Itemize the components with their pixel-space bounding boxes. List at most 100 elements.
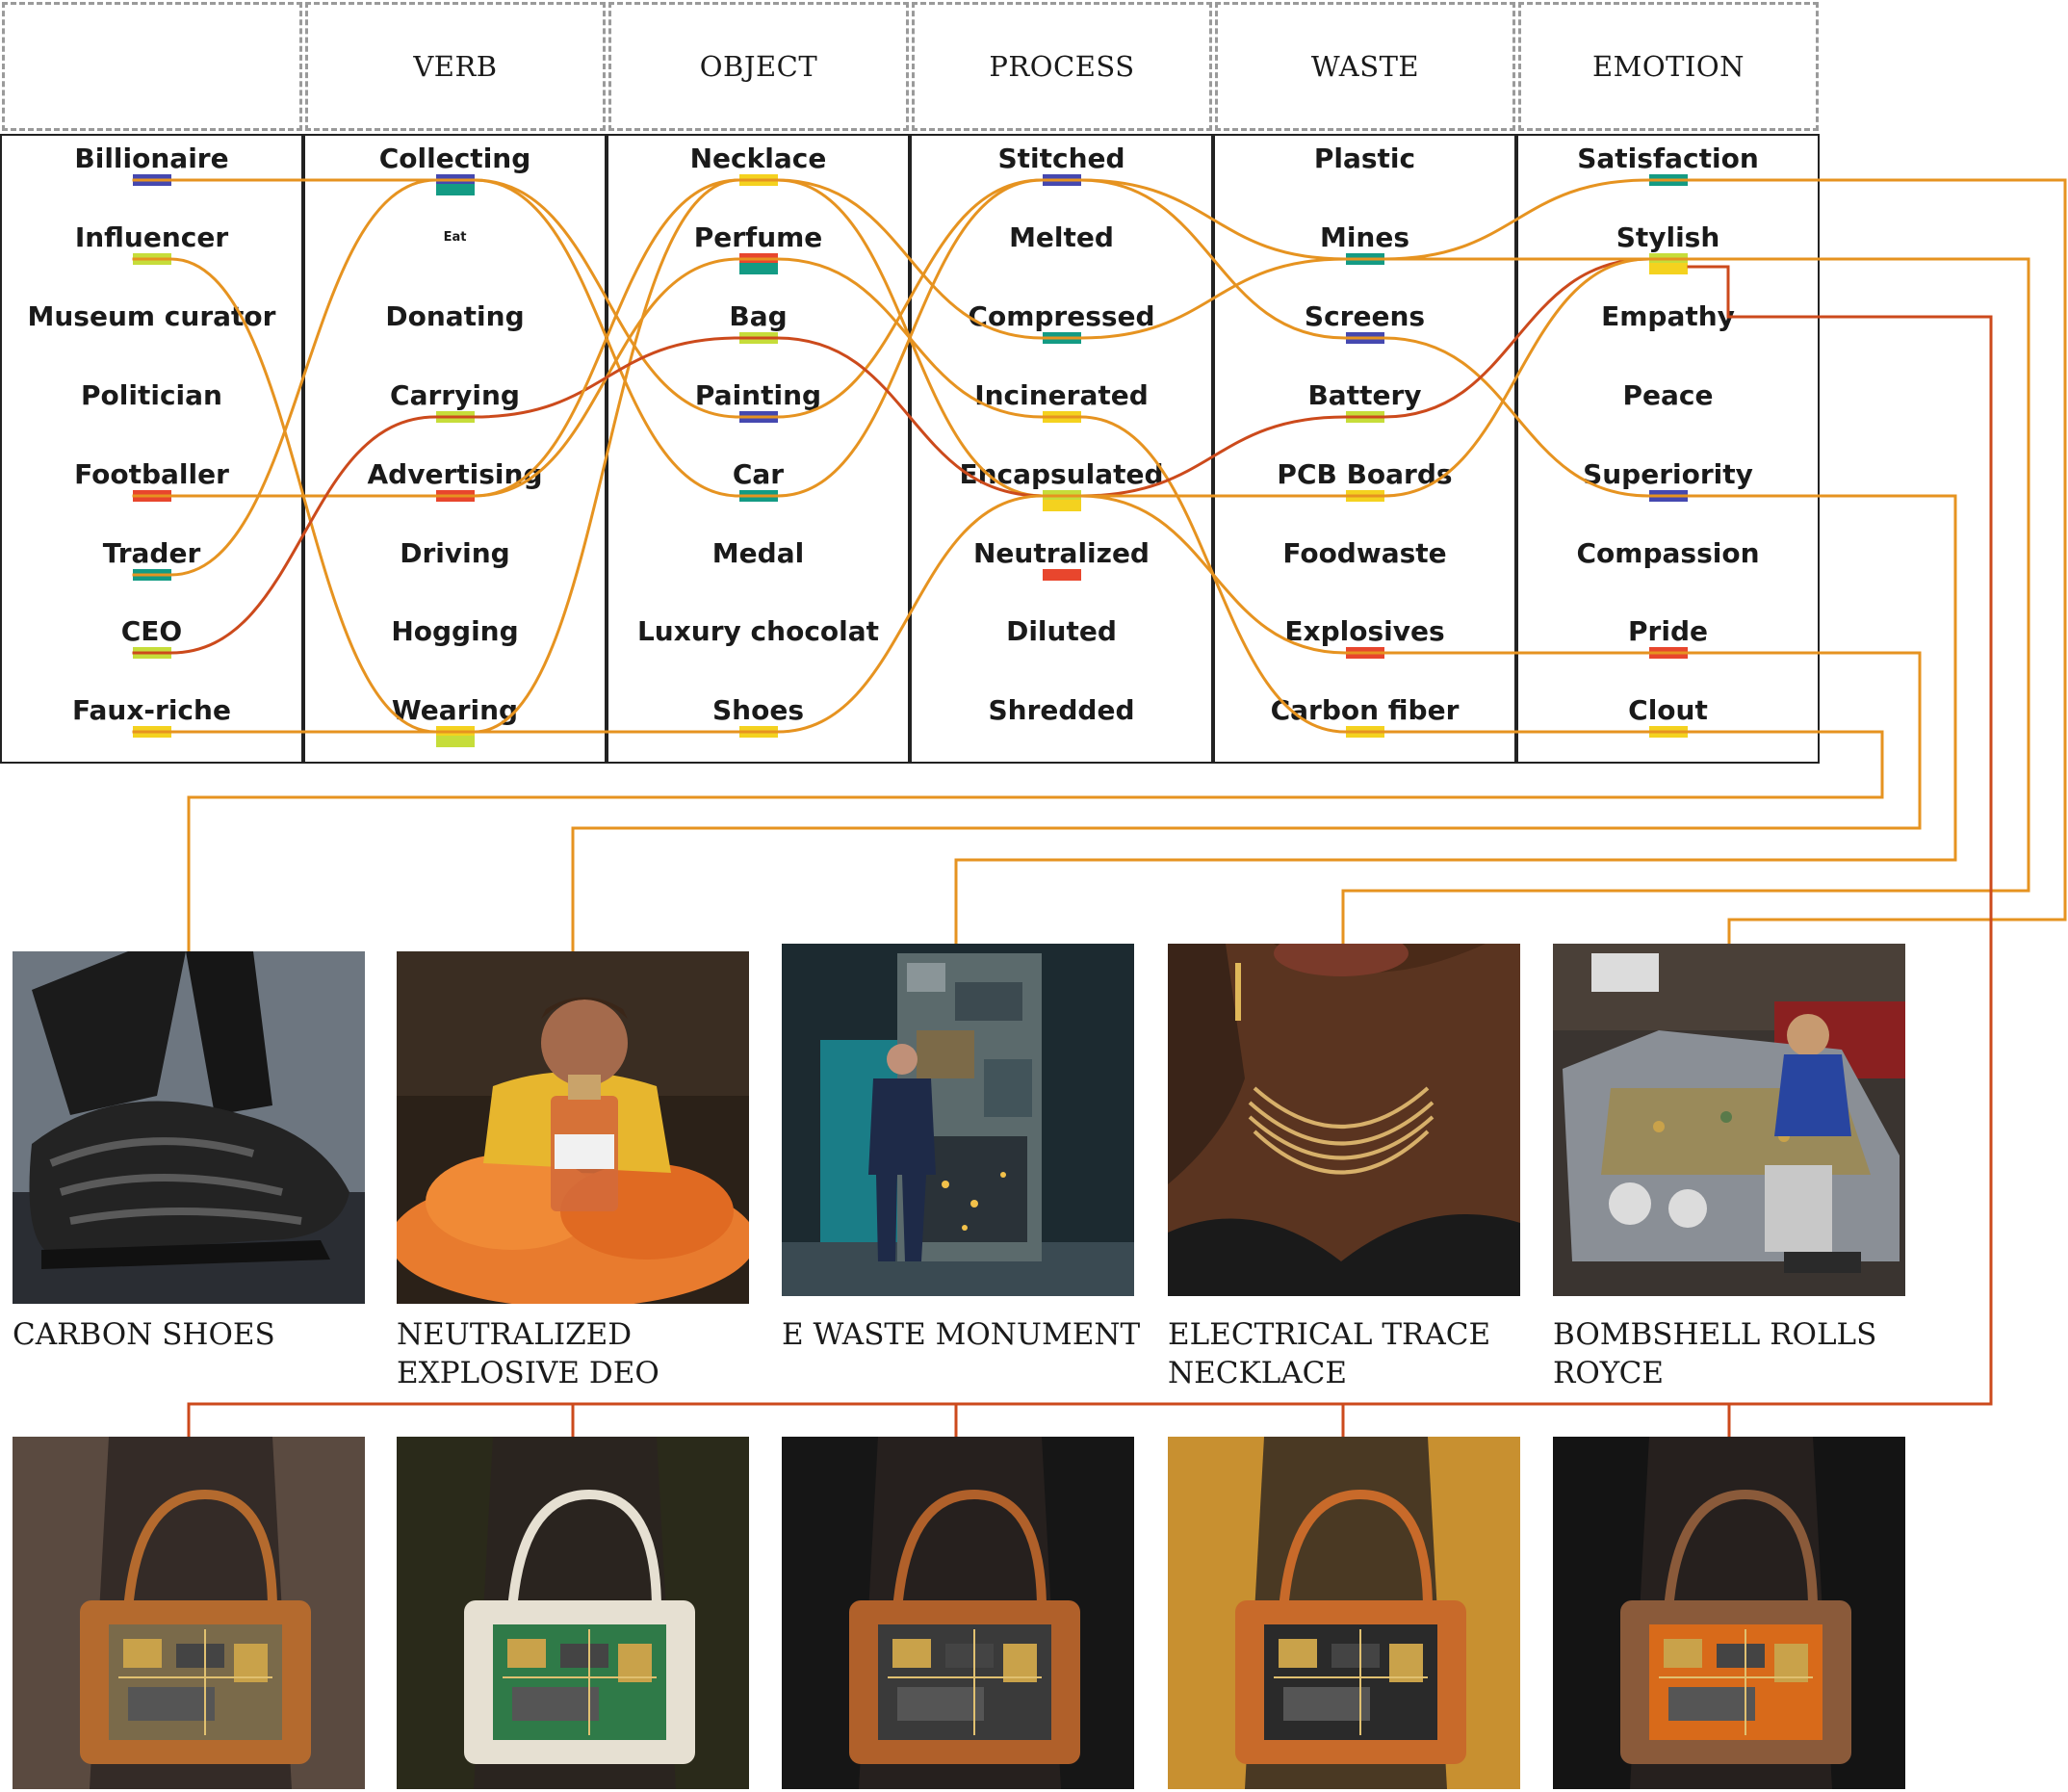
waste-marker-teal (1345, 253, 1384, 265)
object-item-perfume: Perfume (693, 221, 823, 253)
photo-bag3-illustration (782, 1437, 1134, 1789)
verb-item-wearing: Wearing (391, 694, 519, 726)
waste-item-battery: Battery (1307, 379, 1422, 411)
process-item-stitched: Stitched (997, 143, 1125, 174)
process-item-melted: Melted (1009, 221, 1114, 253)
verb-item-eat: Eat (443, 230, 467, 245)
object-item-necklace: Necklace (689, 143, 827, 174)
photo-deo (397, 951, 749, 1304)
process-item-diluted: Diluted (1006, 615, 1117, 647)
verb-marker-red (435, 490, 475, 502)
process-item-incinerated: Incinerated (974, 379, 1149, 411)
emotion-item-pride: Pride (1628, 615, 1708, 647)
waste-item-carbon-fiber: Carbon fiber (1270, 694, 1460, 726)
photo-bag4-illustration (1168, 1437, 1520, 1789)
object-item-medal: Medal (711, 537, 805, 569)
object-item-bag: Bag (729, 300, 788, 332)
photo-bag5-illustration (1553, 1437, 1905, 1789)
actor-marker-blue (132, 174, 171, 186)
photo-monument-illustration (782, 944, 1134, 1296)
object-item-painting: Painting (694, 379, 822, 411)
emotion-item-clout: Clout (1628, 694, 1708, 726)
waste-marker-blue (1345, 332, 1384, 344)
waste-marker-lime (1345, 411, 1384, 423)
header-emotion: EMOTION (1518, 2, 1819, 131)
route-line (187, 730, 1884, 951)
photo-car-illustration (1553, 944, 1905, 1296)
process-item-neutralized: Neutralized (973, 537, 1150, 569)
actor-marker-yellow (132, 726, 171, 738)
emotion-item-peace: Peace (1622, 379, 1714, 411)
photo-bag2-illustration (397, 1437, 749, 1789)
emotion-marker-blue (1648, 490, 1688, 502)
actor-item-footballer: Footballer (74, 458, 229, 490)
object-marker-teal (738, 263, 778, 274)
photo-bag2 (397, 1437, 749, 1789)
actor-item-trader: Trader (102, 537, 201, 569)
emotion-marker-teal (1648, 174, 1688, 186)
caption-deo: NEUTRALIZED EXPLOSIVE DEO (397, 1317, 659, 1390)
waste-marker-yellow (1345, 490, 1384, 502)
waste-item-screens: Screens (1304, 300, 1426, 332)
process-marker-blue (1042, 174, 1081, 186)
photo-car (1553, 944, 1905, 1296)
actor-item-faux-riche: Faux-riche (72, 694, 231, 726)
emotion-item-superiority: Superiority (1583, 458, 1753, 490)
photo-monument (782, 944, 1134, 1296)
photo-bag4 (1168, 1437, 1520, 1789)
object-item-shoes: Shoes (712, 694, 804, 726)
object-item-luxury-chocolat: Luxury chocolat (636, 615, 880, 647)
caption-shoe: CARBON SHOES (13, 1317, 275, 1352)
waste-item-explosives: Explosives (1284, 615, 1445, 647)
photo-shoe (13, 951, 365, 1304)
header-object: OBJECT (608, 2, 909, 131)
actor-marker-red (132, 490, 171, 502)
header-verb: VERB (305, 2, 606, 131)
emotion-item-compassion: Compassion (1576, 537, 1760, 569)
verb-item-carrying: Carrying (390, 379, 520, 411)
emotion-item-stylish: Stylish (1616, 221, 1720, 253)
caption-monument: E WASTE MONUMENT (782, 1317, 1141, 1352)
process-item-encapsulated: Encapsulated (959, 458, 1164, 490)
actor-marker-lime (132, 647, 171, 659)
header-process: PROCESS (912, 2, 1212, 131)
object-marker-yellow (738, 726, 778, 738)
process-marker-yellow (1042, 500, 1081, 511)
photo-bag1 (13, 1437, 365, 1789)
photo-bag5 (1553, 1437, 1905, 1789)
actor-marker-lime (132, 253, 171, 265)
actor-item-politician: Politician (81, 379, 222, 411)
actor-item-ceo: CEO (120, 615, 183, 647)
caption-necklace: ELECTRICAL TRACE NECKLACE (1168, 1317, 1491, 1390)
verb-item-hogging: Hogging (391, 615, 519, 647)
verb-item-collecting: Collecting (378, 143, 531, 174)
object-item-car: Car (732, 458, 785, 490)
waste-item-plastic: Plastic (1313, 143, 1416, 174)
object-marker-yellow (738, 174, 778, 186)
actor-marker-teal (132, 569, 171, 581)
object-marker-teal (738, 490, 778, 502)
actor-item-billionaire: Billionaire (74, 143, 229, 174)
header-blank (2, 2, 302, 131)
emotion-item-satisfaction: Satisfaction (1577, 143, 1759, 174)
verb-marker-teal (435, 184, 475, 195)
verb-item-advertising: Advertising (367, 458, 543, 490)
waste-marker-yellow (1345, 726, 1384, 738)
verb-item-driving: Driving (400, 537, 510, 569)
waste-marker-red (1345, 647, 1384, 659)
process-marker-yellow (1042, 411, 1081, 423)
photo-deo-illustration (397, 951, 749, 1304)
emotion-marker-red (1648, 647, 1688, 659)
process-item-compressed: Compressed (968, 300, 1155, 332)
process-marker-teal (1042, 332, 1081, 344)
photo-bag1-illustration (13, 1437, 365, 1789)
process-marker-red (1042, 569, 1081, 581)
actor-item-influencer: Influencer (74, 221, 229, 253)
verb-marker-lime (435, 411, 475, 423)
photo-shoe-illustration (13, 951, 365, 1304)
emotion-marker-yellow (1648, 726, 1688, 738)
waste-item-mines: Mines (1319, 221, 1410, 253)
verb-marker-lime (435, 736, 475, 747)
object-marker-blue (738, 411, 778, 423)
